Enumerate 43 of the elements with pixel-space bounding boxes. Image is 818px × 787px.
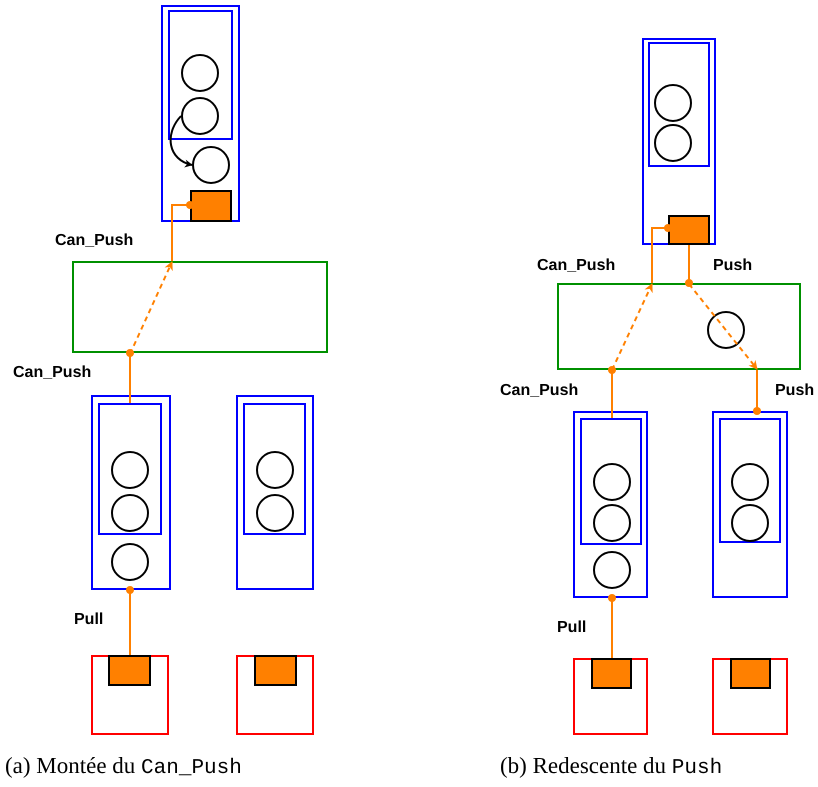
signal-line (753, 370, 761, 415)
container-box (580, 418, 642, 545)
container-box (712, 411, 788, 598)
edge-label: Push (713, 258, 752, 274)
port-box (712, 658, 788, 735)
filled-square (254, 655, 297, 686)
port-box (91, 655, 169, 735)
filled-square (591, 658, 632, 689)
container-box (161, 5, 240, 222)
container-box (648, 42, 710, 167)
arrow (170, 115, 193, 167)
port-box (236, 655, 314, 735)
signal-line (171, 201, 194, 261)
container-box (243, 403, 306, 535)
signal-line (608, 594, 616, 658)
port-box (573, 658, 648, 735)
container-box (642, 38, 716, 245)
signal-line (608, 366, 616, 418)
container-box (98, 403, 162, 535)
edge-label: Pull (557, 620, 586, 636)
filled-square (190, 190, 232, 222)
filled-square (730, 658, 771, 689)
edge-label: Pull (74, 612, 104, 628)
signal-line (651, 224, 672, 283)
signal-line (126, 586, 134, 655)
signal-line (685, 245, 693, 287)
filled-square (668, 215, 710, 245)
edge-label: Can_Push (13, 365, 92, 381)
caption: (b) Redescente du Push (500, 754, 722, 779)
caption: (a) Montée du Can_Push (5, 754, 242, 779)
container-box (719, 418, 781, 543)
filled-square (108, 655, 151, 686)
container-box (236, 395, 314, 590)
channel-box (557, 283, 801, 370)
signal-line (126, 349, 134, 403)
container-box (168, 10, 233, 140)
channel-box (72, 261, 328, 353)
container-box (91, 395, 171, 590)
edge-label: Can_Push (537, 258, 616, 274)
edge-label: Can_Push (55, 233, 134, 249)
edge-label: Push (775, 383, 814, 399)
edge-label: Can_Push (500, 383, 578, 399)
container-box (573, 411, 648, 598)
